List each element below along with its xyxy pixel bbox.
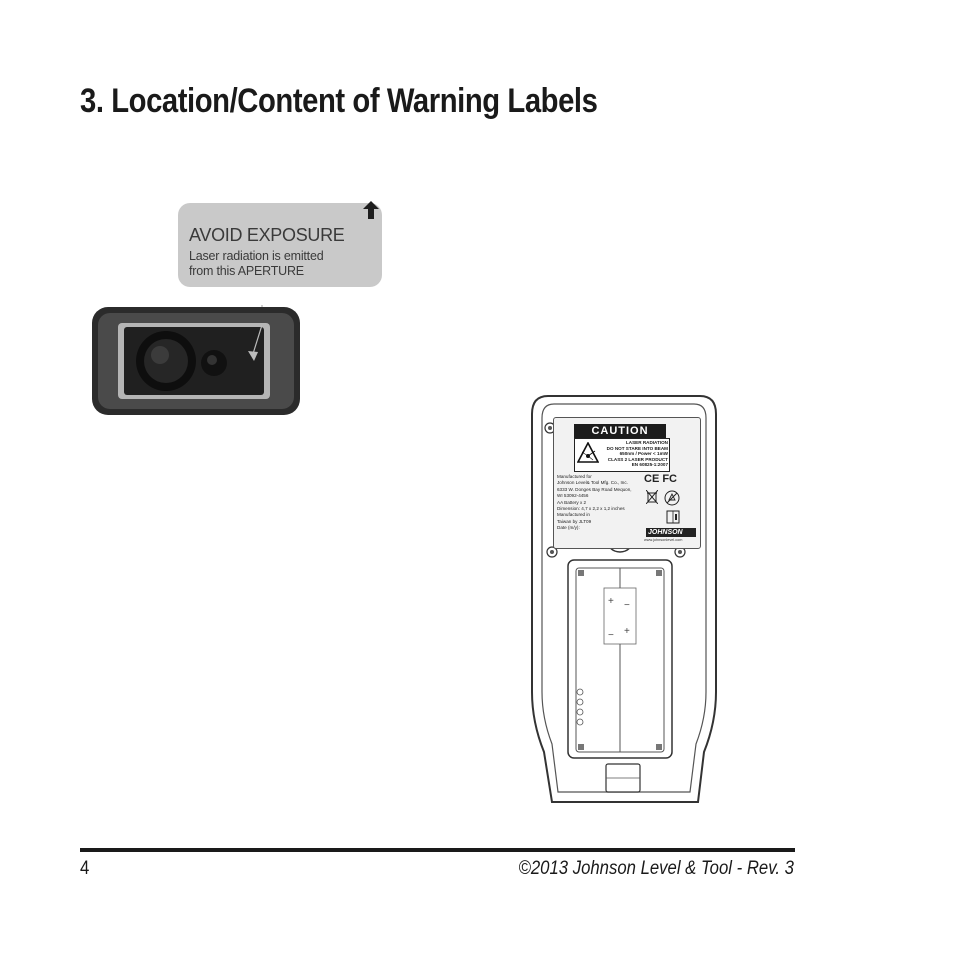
certification-marks: CE FC — [644, 473, 677, 485]
page-number: 4 — [80, 858, 90, 879]
recycle-icon — [664, 490, 680, 506]
manual-icon — [666, 510, 680, 524]
svg-text:+: + — [608, 596, 614, 607]
avoid-exposure-text: Laser radiation is emitted from this APE… — [189, 249, 324, 278]
page-title: 3. Location/Content of Warning Labels — [80, 82, 598, 120]
svg-text:+: + — [624, 626, 630, 637]
avoid-exposure-label: AVOID EXPOSURE Laser radiation is emitte… — [178, 201, 382, 287]
laser-warning-text: LASER RADIATION DO NOT STARE INTO BEAM 6… — [606, 440, 668, 468]
weee-bin-icon — [646, 490, 658, 504]
copyright-notice: ©2013 Johnson Level & Tool - Rev. 3 — [518, 858, 794, 879]
up-arrow-icon — [363, 201, 379, 219]
aperture-warning-figure: AVOID EXPOSURE Laser radiation is emitte… — [90, 195, 390, 425]
avoid-exposure-title: AVOID EXPOSURE — [189, 225, 345, 245]
laser-warning-box: LASER RADIATION DO NOT STARE INTO BEAM 6… — [574, 438, 670, 472]
brand-url: www.johnsonlevel.com — [644, 538, 683, 542]
footer-rule — [80, 848, 795, 852]
svg-text:−: − — [624, 600, 630, 611]
laser-hazard-icon — [577, 442, 599, 463]
caution-banner: CAUTION — [574, 424, 666, 438]
svg-text:−: − — [608, 630, 614, 641]
brand-logo: JOHNSON — [646, 528, 696, 537]
caution-label-plate: CAUTION LASER RADIATION DO NOT STARE INT… — [553, 417, 701, 549]
manufacturer-info: Manufactured for Johnson Level& Tool Mfg… — [557, 474, 632, 531]
device-front-illustration — [92, 305, 300, 415]
